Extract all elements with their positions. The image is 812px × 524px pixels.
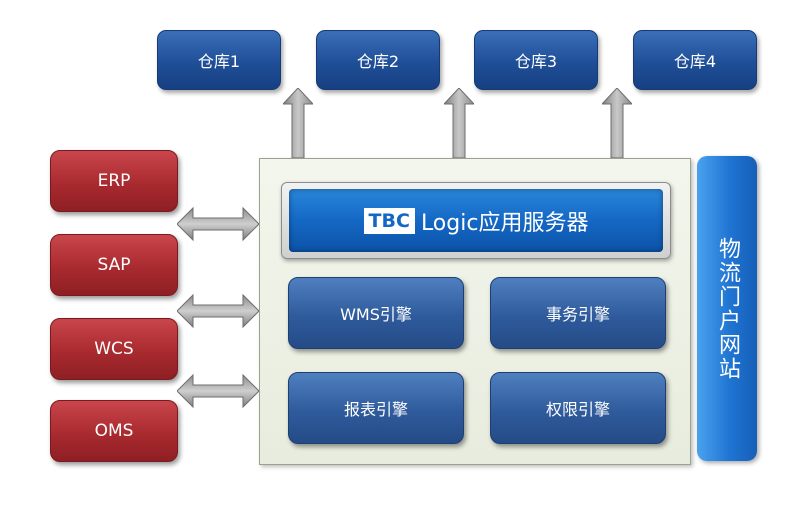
portal-label: 物流门户网站	[715, 236, 740, 381]
server-name: Logic应用服务器	[420, 210, 589, 236]
warehouse-3-box: 仓库3	[474, 30, 598, 90]
warehouse-4-label: 仓库4	[673, 52, 717, 71]
system-oms-box: OMS	[50, 400, 178, 462]
engine-transaction: 事务引擎	[490, 277, 666, 349]
system-wcs-label: WCS	[94, 339, 134, 359]
warehouse-1-box: 仓库1	[157, 30, 281, 90]
system-sap-label: SAP	[97, 255, 131, 275]
engine-transaction-label: 事务引擎	[545, 305, 610, 324]
warehouse-1-label: 仓库1	[197, 52, 241, 71]
engine-wms: WMS引擎	[288, 277, 464, 349]
system-sap-box: SAP	[50, 234, 178, 296]
warehouse-3-label: 仓库3	[514, 52, 558, 71]
arrow-up-warehouse-3	[602, 88, 632, 158]
system-oms-label: OMS	[94, 421, 134, 441]
system-wcs-box: WCS	[50, 318, 178, 380]
arrow-up-warehouse-2	[444, 88, 474, 158]
engine-permission-label: 权限引擎	[545, 400, 610, 419]
engine-report: 报表引擎	[288, 372, 464, 444]
logistics-portal-bar: 物流门户网站	[697, 156, 757, 461]
logic-app-server: TBC Logic应用服务器	[289, 189, 663, 252]
warehouse-2-box: 仓库2	[316, 30, 440, 90]
warehouse-2-label: 仓库2	[356, 52, 400, 71]
system-erp-box: ERP	[50, 150, 178, 212]
arrow-up-warehouse-1	[283, 88, 313, 158]
engine-wms-label: WMS引擎	[340, 305, 412, 324]
warehouse-4-box: 仓库4	[633, 30, 757, 90]
tbc-badge: TBC	[363, 207, 415, 234]
arrow-both-sap-wcs	[177, 293, 259, 329]
system-erp-label: ERP	[97, 171, 131, 191]
arrow-both-wcs-oms	[177, 373, 259, 409]
arrow-both-erp-sap	[177, 206, 259, 242]
engine-report-label: 报表引擎	[343, 400, 408, 419]
engine-permission: 权限引擎	[490, 372, 666, 444]
